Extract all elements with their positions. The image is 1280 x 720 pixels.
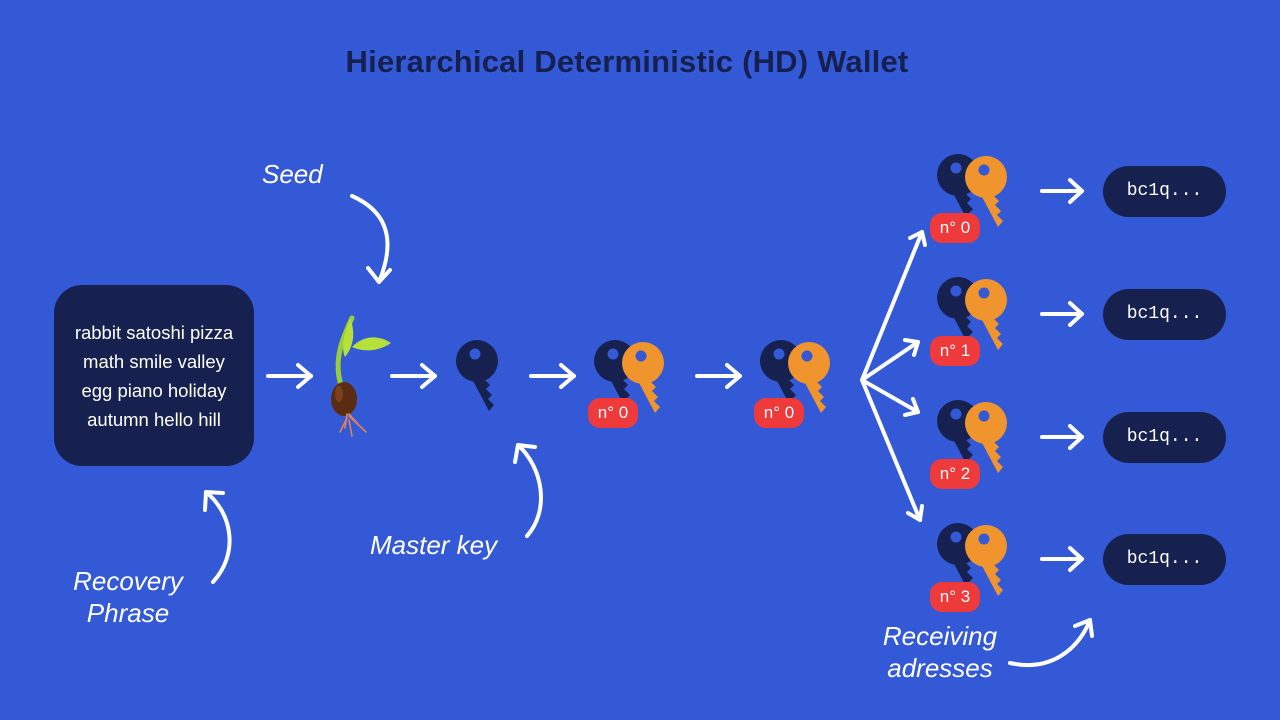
- master-key-icon: [456, 340, 498, 411]
- arrow-icon: [268, 365, 311, 387]
- arrow-icon: [1042, 180, 1082, 202]
- curved-arrow-icon: [1010, 620, 1092, 665]
- arrow-icon: [1042, 426, 1082, 448]
- arrow-icon: [1042, 303, 1082, 325]
- index-badge: n° 3: [930, 582, 980, 612]
- arrow-icon: [1042, 548, 1082, 570]
- curved-arrow-icon: [205, 492, 230, 582]
- curved-arrow-icon: [515, 445, 541, 536]
- index-badge: n° 0: [754, 398, 804, 428]
- receiving-address: bc1q...: [1103, 534, 1226, 585]
- index-badge: n° 0: [930, 213, 980, 243]
- curved-arrow-icon: [352, 196, 390, 282]
- index-badge: n° 2: [930, 459, 980, 489]
- receiving-address: bc1q...: [1103, 166, 1226, 217]
- arrow-icon: [697, 365, 740, 387]
- index-badge: n° 0: [588, 398, 638, 428]
- arrow-icon: [392, 365, 435, 387]
- arrow-icon: [531, 365, 574, 387]
- seed-sprout-icon: [331, 318, 391, 436]
- receiving-address: bc1q...: [1103, 289, 1226, 340]
- receiving-address: bc1q...: [1103, 412, 1226, 463]
- index-badge: n° 1: [930, 336, 980, 366]
